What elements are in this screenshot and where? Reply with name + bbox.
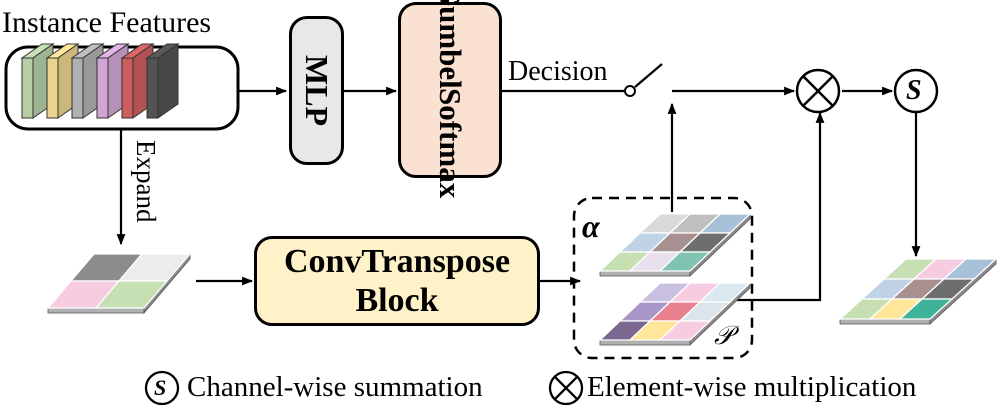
sum-symbol-label: S (906, 75, 922, 106)
gumbel-softmax-block: Gumbel Softmax (398, 0, 502, 199)
gumbel-label: Gumbel (432, 0, 468, 89)
alpha-label: α (582, 208, 600, 244)
feature-bars (20, 43, 180, 119)
instance-features-label: Instance Features (2, 6, 212, 39)
legend-multiply-icon (548, 370, 584, 406)
decision-label: Decision (508, 56, 608, 87)
legend-sum-icon (144, 370, 180, 406)
output-grid-base (839, 318, 931, 325)
sum-icon (893, 68, 939, 114)
expanded-grid-base (47, 307, 145, 314)
mlp-label: MLP (299, 54, 335, 127)
legend-sum-symbol: S (154, 375, 167, 400)
p-grid (598, 282, 752, 346)
dashed-output-group (572, 196, 754, 360)
output-grid-cell (898, 298, 954, 320)
mlp-block: MLP (289, 16, 344, 165)
alpha-grid-cell (658, 251, 712, 272)
convtranspose-label-line2: Block (355, 282, 439, 319)
expanded-grid-cell (94, 280, 169, 309)
convtranspose-block: ConvTranspose Block (254, 236, 540, 326)
switch-contact (624, 85, 636, 97)
alpha-grid-base (599, 270, 691, 277)
expanded-feature-grid (46, 252, 192, 315)
p-grid-base (599, 339, 691, 346)
expand-label: Expand (131, 140, 161, 223)
feature-bar (145, 43, 180, 119)
switch-lever (634, 63, 663, 88)
legend-mult-text: Element-wise multiplication (587, 371, 917, 403)
output-grid (838, 258, 997, 325)
p-grid-cell (658, 320, 712, 341)
feature-bar (70, 43, 105, 119)
multiply-icon (795, 68, 841, 114)
alpha-grid (598, 213, 752, 277)
convtranspose-label-line1: ConvTranspose (283, 242, 511, 280)
arrow-p-to-multiply (732, 111, 825, 302)
softmax-label: Softmax (432, 88, 468, 199)
p-symbol-label: 𝒫 (714, 321, 733, 350)
legend-sum-text: Channel-wise summation (187, 371, 483, 403)
